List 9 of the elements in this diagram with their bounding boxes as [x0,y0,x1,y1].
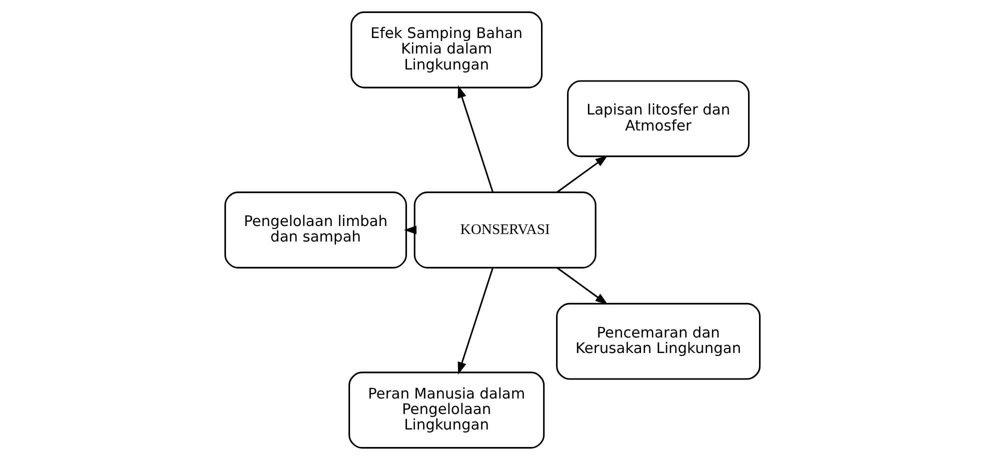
node-box: Pengelolaan limbah dan sampah [224,192,407,268]
arrow [556,267,608,305]
arrow [458,268,494,375]
node-box: Efek Samping Bahan Kimia dalam Lingkungan [350,11,543,88]
node-box: Peran Manusia dalam Pengelolaan Lingkungan [348,372,545,449]
node-box: Pencemaran dan Kerusakan Lingkungan [556,302,761,380]
arrow [556,155,608,193]
arrow [458,85,494,192]
node-box: Lapisan litosfer dan Atmosfer [567,80,750,158]
